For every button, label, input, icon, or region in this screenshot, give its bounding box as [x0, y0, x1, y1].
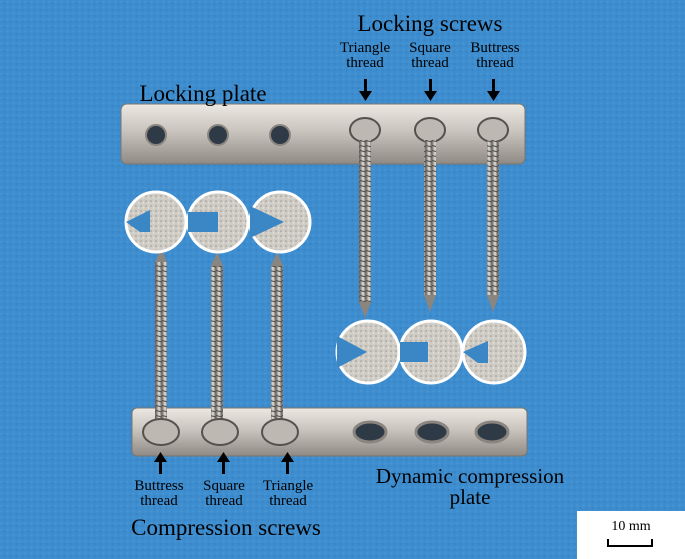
locking-screw-square	[414, 117, 446, 312]
square-thread-bottom-label: Square thread	[192, 479, 256, 509]
compression-screw-buttress	[142, 248, 180, 446]
arrow-down-buttress	[487, 79, 500, 101]
thread-inset-locking-square	[398, 319, 464, 385]
locking-plate-heading: Locking plate	[139, 81, 267, 106]
label-line: Square	[409, 40, 451, 56]
label-line: thread	[140, 493, 178, 509]
label-line: Triangle	[339, 40, 391, 56]
label-line: Buttress	[470, 40, 520, 56]
label-line: thread	[205, 493, 243, 509]
label-line: thread	[411, 55, 449, 71]
locking-screw-triangle	[349, 117, 381, 318]
label-line: Dynamic compression	[375, 464, 565, 488]
label-line: plate	[449, 485, 491, 509]
arrow-down-square	[424, 79, 437, 101]
thread-inset-locking-triangle	[335, 319, 401, 385]
label-line: thread	[346, 55, 384, 71]
thread-inset-locking-buttress	[461, 319, 527, 385]
thread-inset-compression-square	[186, 190, 250, 254]
scale-bar-line	[607, 539, 653, 547]
arrow-up-square	[217, 452, 230, 474]
dynamic-compression-plate-heading: Dynamic compression plate	[345, 466, 595, 508]
compression-screws-heading: Compression screws	[131, 515, 321, 540]
dynamic-compression-plate-image	[131, 407, 528, 457]
label-line: Buttress	[134, 478, 184, 494]
triangle-thread-bottom-label: Triangle thread	[251, 479, 325, 509]
label-line: thread	[269, 493, 307, 509]
square-thread-top-label: Square thread	[398, 41, 462, 71]
thread-inset-compression-triangle	[248, 190, 312, 254]
scale-bar-label: 10 mm	[611, 519, 651, 534]
thread-inset-compression-buttress	[124, 190, 188, 254]
scale-bar: 10 mm	[577, 511, 685, 559]
triangle-thread-top-label: Triangle thread	[328, 41, 402, 71]
arrow-up-buttress	[154, 452, 167, 474]
label-line: thread	[476, 55, 514, 71]
arrow-up-triangle	[281, 452, 294, 474]
locking-screws-heading: Locking screws	[357, 11, 503, 36]
buttress-thread-top-label: Buttress thread	[458, 41, 532, 71]
arrow-down-triangle	[359, 79, 372, 101]
label-line: Triangle	[262, 478, 314, 494]
compression-screw-triangle	[261, 252, 299, 446]
label-line: Square	[203, 478, 245, 494]
buttress-thread-bottom-label: Buttress thread	[121, 479, 197, 509]
compression-screw-square	[201, 252, 239, 446]
locking-plate-image	[120, 103, 526, 165]
locking-screw-buttress	[477, 117, 509, 312]
